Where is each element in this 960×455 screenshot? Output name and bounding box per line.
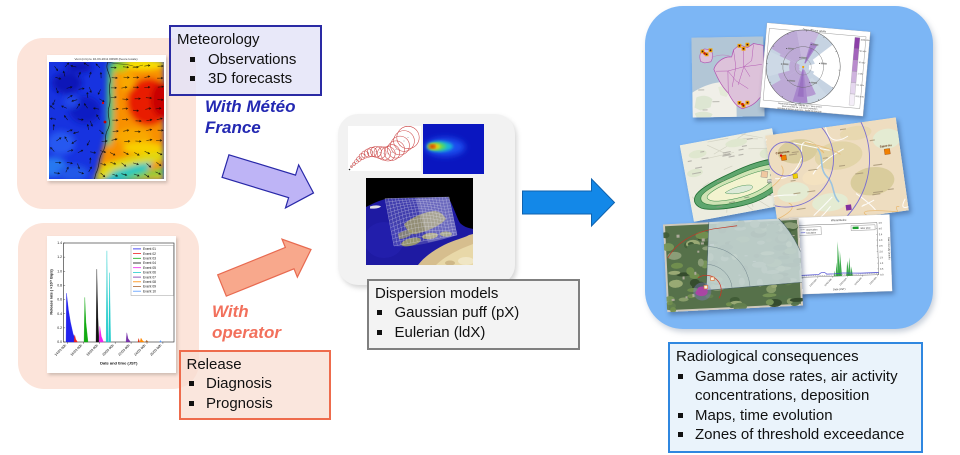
svg-text:Rain intensity (mm/h): Rain intensity (mm/h) (887, 237, 891, 260)
svg-text:Date (JST): Date (JST) (833, 287, 846, 291)
svg-text:Saint-Av: Saint-Av (879, 143, 892, 149)
svg-text:1.5: 1.5 (880, 256, 884, 259)
svg-text:pour un enfant de 1 an sans pr: pour un enfant de 1 an sans protection (782, 105, 819, 111)
svg-text:0.8: 0.8 (57, 284, 62, 288)
svg-text:2.5: 2.5 (879, 245, 883, 248)
svg-text:Release rate ( ×10¹³ Bq/s): Release rate ( ×10¹³ Bq/s) (50, 269, 54, 315)
svg-text:observation: observation (806, 228, 818, 231)
svg-text:0.2: 0.2 (57, 326, 62, 330)
svg-text:0.4: 0.4 (57, 312, 62, 316)
svg-text:Winamboine: Winamboine (831, 218, 847, 223)
svg-text:12/03 00h: 12/03 00h (809, 279, 818, 288)
svg-text:0.01 mSv: 0.01 mSv (855, 96, 864, 99)
svg-text:4.0: 4.0 (879, 227, 883, 230)
svg-text:2.0: 2.0 (879, 250, 883, 253)
svg-text:radar pluie: radar pluie (860, 227, 871, 230)
svg-text:Dose efficace adulte: Dose efficace adulte (803, 27, 827, 33)
svg-text:1.2: 1.2 (57, 255, 62, 259)
svg-text:3.0: 3.0 (879, 239, 883, 242)
svg-text:50 mSv: 50 mSv (859, 51, 866, 54)
svg-text:1 mSv: 1 mSv (857, 73, 863, 75)
svg-text:12/03 00h: 12/03 00h (839, 278, 848, 287)
svg-text:Cattenom: Cattenom (775, 149, 790, 155)
svg-text:3.5: 3.5 (879, 233, 883, 236)
svg-text:0.5: 0.5 (880, 268, 884, 271)
svg-text:1.4: 1.4 (57, 241, 62, 245)
svg-text:Accident le dd/mm à hh:mm - du: Accident le dd/mm à hh:mm - durée de rej… (777, 107, 822, 114)
svg-text:Event 01: Event 01 (143, 247, 156, 251)
svg-text:simulation: simulation (806, 231, 817, 234)
svg-text:Event 03: Event 03 (143, 257, 156, 261)
svg-text:1000 mSv: 1000 mSv (860, 39, 869, 42)
svg-text:4.5: 4.5 (878, 222, 882, 225)
svg-text:Date and time (JST): Date and time (JST) (100, 361, 138, 366)
svg-text:0.0: 0.0 (57, 340, 62, 344)
svg-text:12/03 00h: 12/03 00h (869, 276, 878, 285)
svg-text:Event 10: Event 10 (143, 289, 156, 293)
svg-text:Event 06: Event 06 (143, 271, 156, 275)
svg-text:1.0: 1.0 (880, 262, 884, 265)
svg-text:1.0: 1.0 (57, 269, 62, 273)
svg-text:12/03 00h: 12/03 00h (824, 278, 833, 287)
svg-text:Event 04: Event 04 (143, 261, 156, 265)
svg-text:Vent (m/s) le 16-03-2011 00h08: Vent (m/s) le 16-03-2011 00h08 (heure lo… (74, 57, 137, 61)
svg-text:Dose totale engagée intégrée s: Dose totale engagée intégrée sur 7 jours… (778, 102, 822, 109)
svg-text:0.1 mSv: 0.1 mSv (856, 84, 863, 87)
svg-text:12/03 00h: 12/03 00h (854, 277, 863, 286)
svg-text:Event 08: Event 08 (143, 280, 156, 284)
svg-text:Event 05: Event 05 (143, 266, 156, 270)
svg-text:10 mSv: 10 mSv (858, 62, 865, 65)
svg-text:Event 07: Event 07 (143, 275, 156, 279)
svg-text:Event 09: Event 09 (143, 285, 156, 289)
svg-text:Event 02: Event 02 (143, 252, 156, 256)
svg-text:0.0: 0.0 (880, 273, 884, 276)
svg-text:0.6: 0.6 (57, 298, 62, 302)
